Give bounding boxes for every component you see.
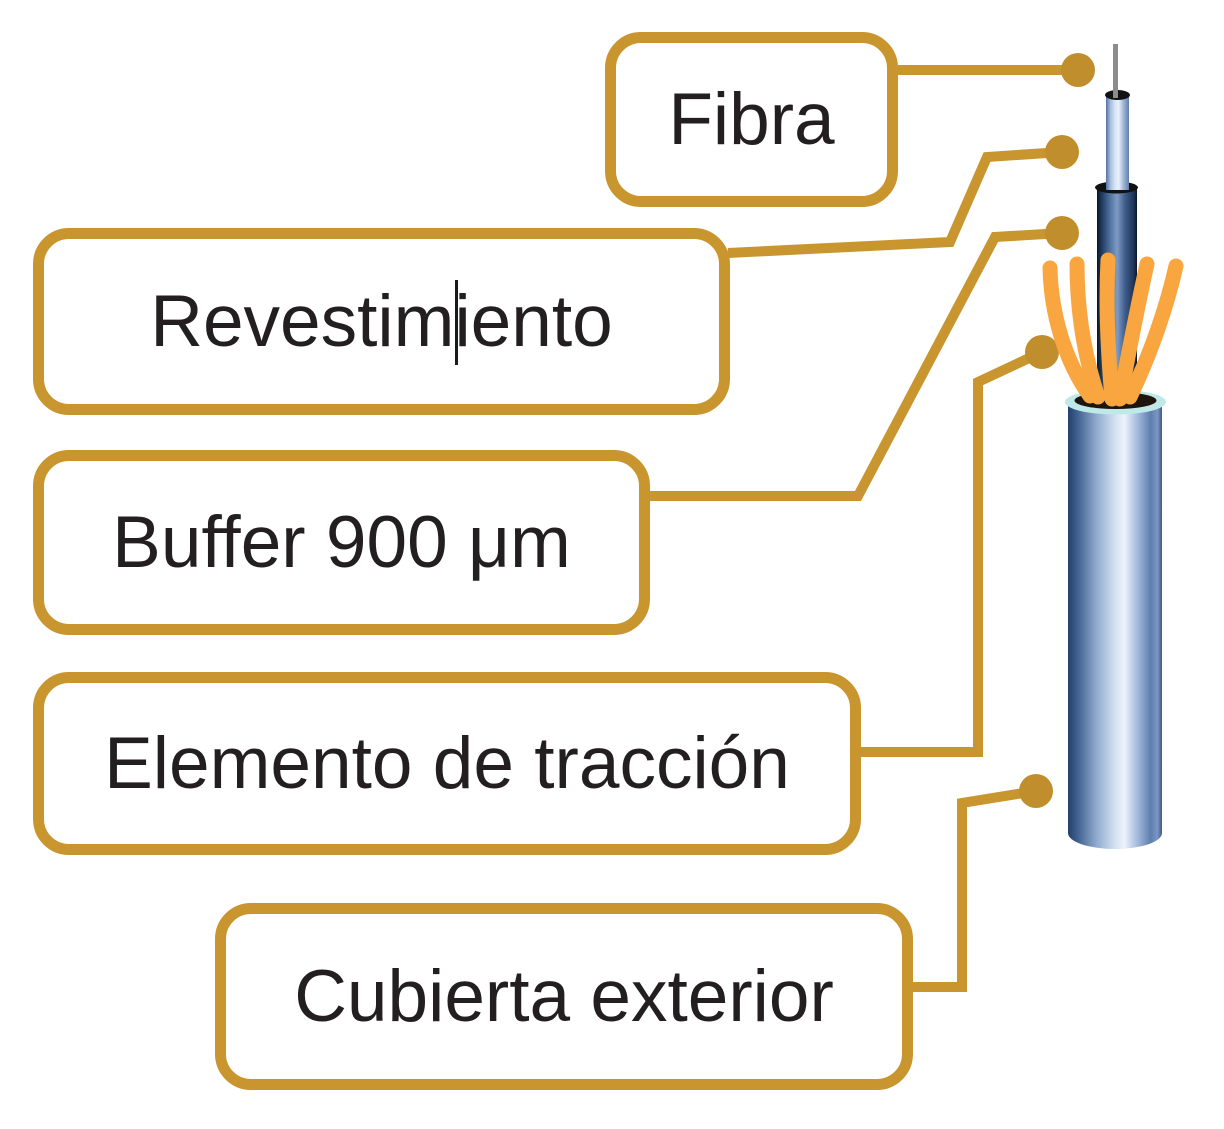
label-text-fibra: Fibra	[668, 79, 835, 160]
strand	[1112, 256, 1155, 407]
callout-line-elemento-traccion	[861, 347, 1045, 757]
label-text-elemento-traccion: Elemento de tracción	[104, 723, 790, 804]
label-box-buffer: Buffer 900 μm	[33, 450, 650, 635]
label-box-elemento-traccion: Elemento de tracción	[33, 672, 861, 855]
label-box-fibra: Fibra	[605, 32, 898, 207]
callout-line-buffer	[648, 228, 1063, 501]
callout-line-cubierta-exterior	[911, 786, 1037, 992]
callout-dot-buffer	[1045, 216, 1079, 250]
cable-illustration	[1042, 44, 1184, 849]
callout-dot-elemento-traccion	[1025, 335, 1059, 369]
outer-jacket	[1068, 402, 1162, 849]
strand	[1042, 260, 1098, 404]
bare-fiber	[1113, 44, 1118, 98]
strand	[1122, 258, 1184, 405]
label-text-cubierta-exterior: Cubierta exterior	[294, 956, 834, 1037]
text-cursor	[455, 280, 458, 365]
cladding-tube	[1106, 95, 1129, 190]
callout-dot-revestimiento	[1045, 135, 1079, 169]
label-box-cubierta-exterior: Cubierta exterior	[215, 903, 913, 1090]
callout-dot-cubierta-exterior	[1019, 774, 1053, 808]
strand	[1069, 256, 1106, 405]
callout-lines	[648, 65, 1078, 992]
strength-member-strands	[1042, 252, 1184, 407]
callout-dots	[1019, 53, 1095, 808]
strand	[1099, 252, 1120, 407]
label-text-buffer: Buffer 900 μm	[112, 502, 571, 583]
callout-dot-fibra	[1061, 53, 1095, 87]
label-text-revestimiento: Revestimiento	[150, 281, 613, 362]
label-box-revestimiento: Revestimiento	[33, 228, 730, 415]
callout-line-revestimiento	[727, 147, 1063, 258]
